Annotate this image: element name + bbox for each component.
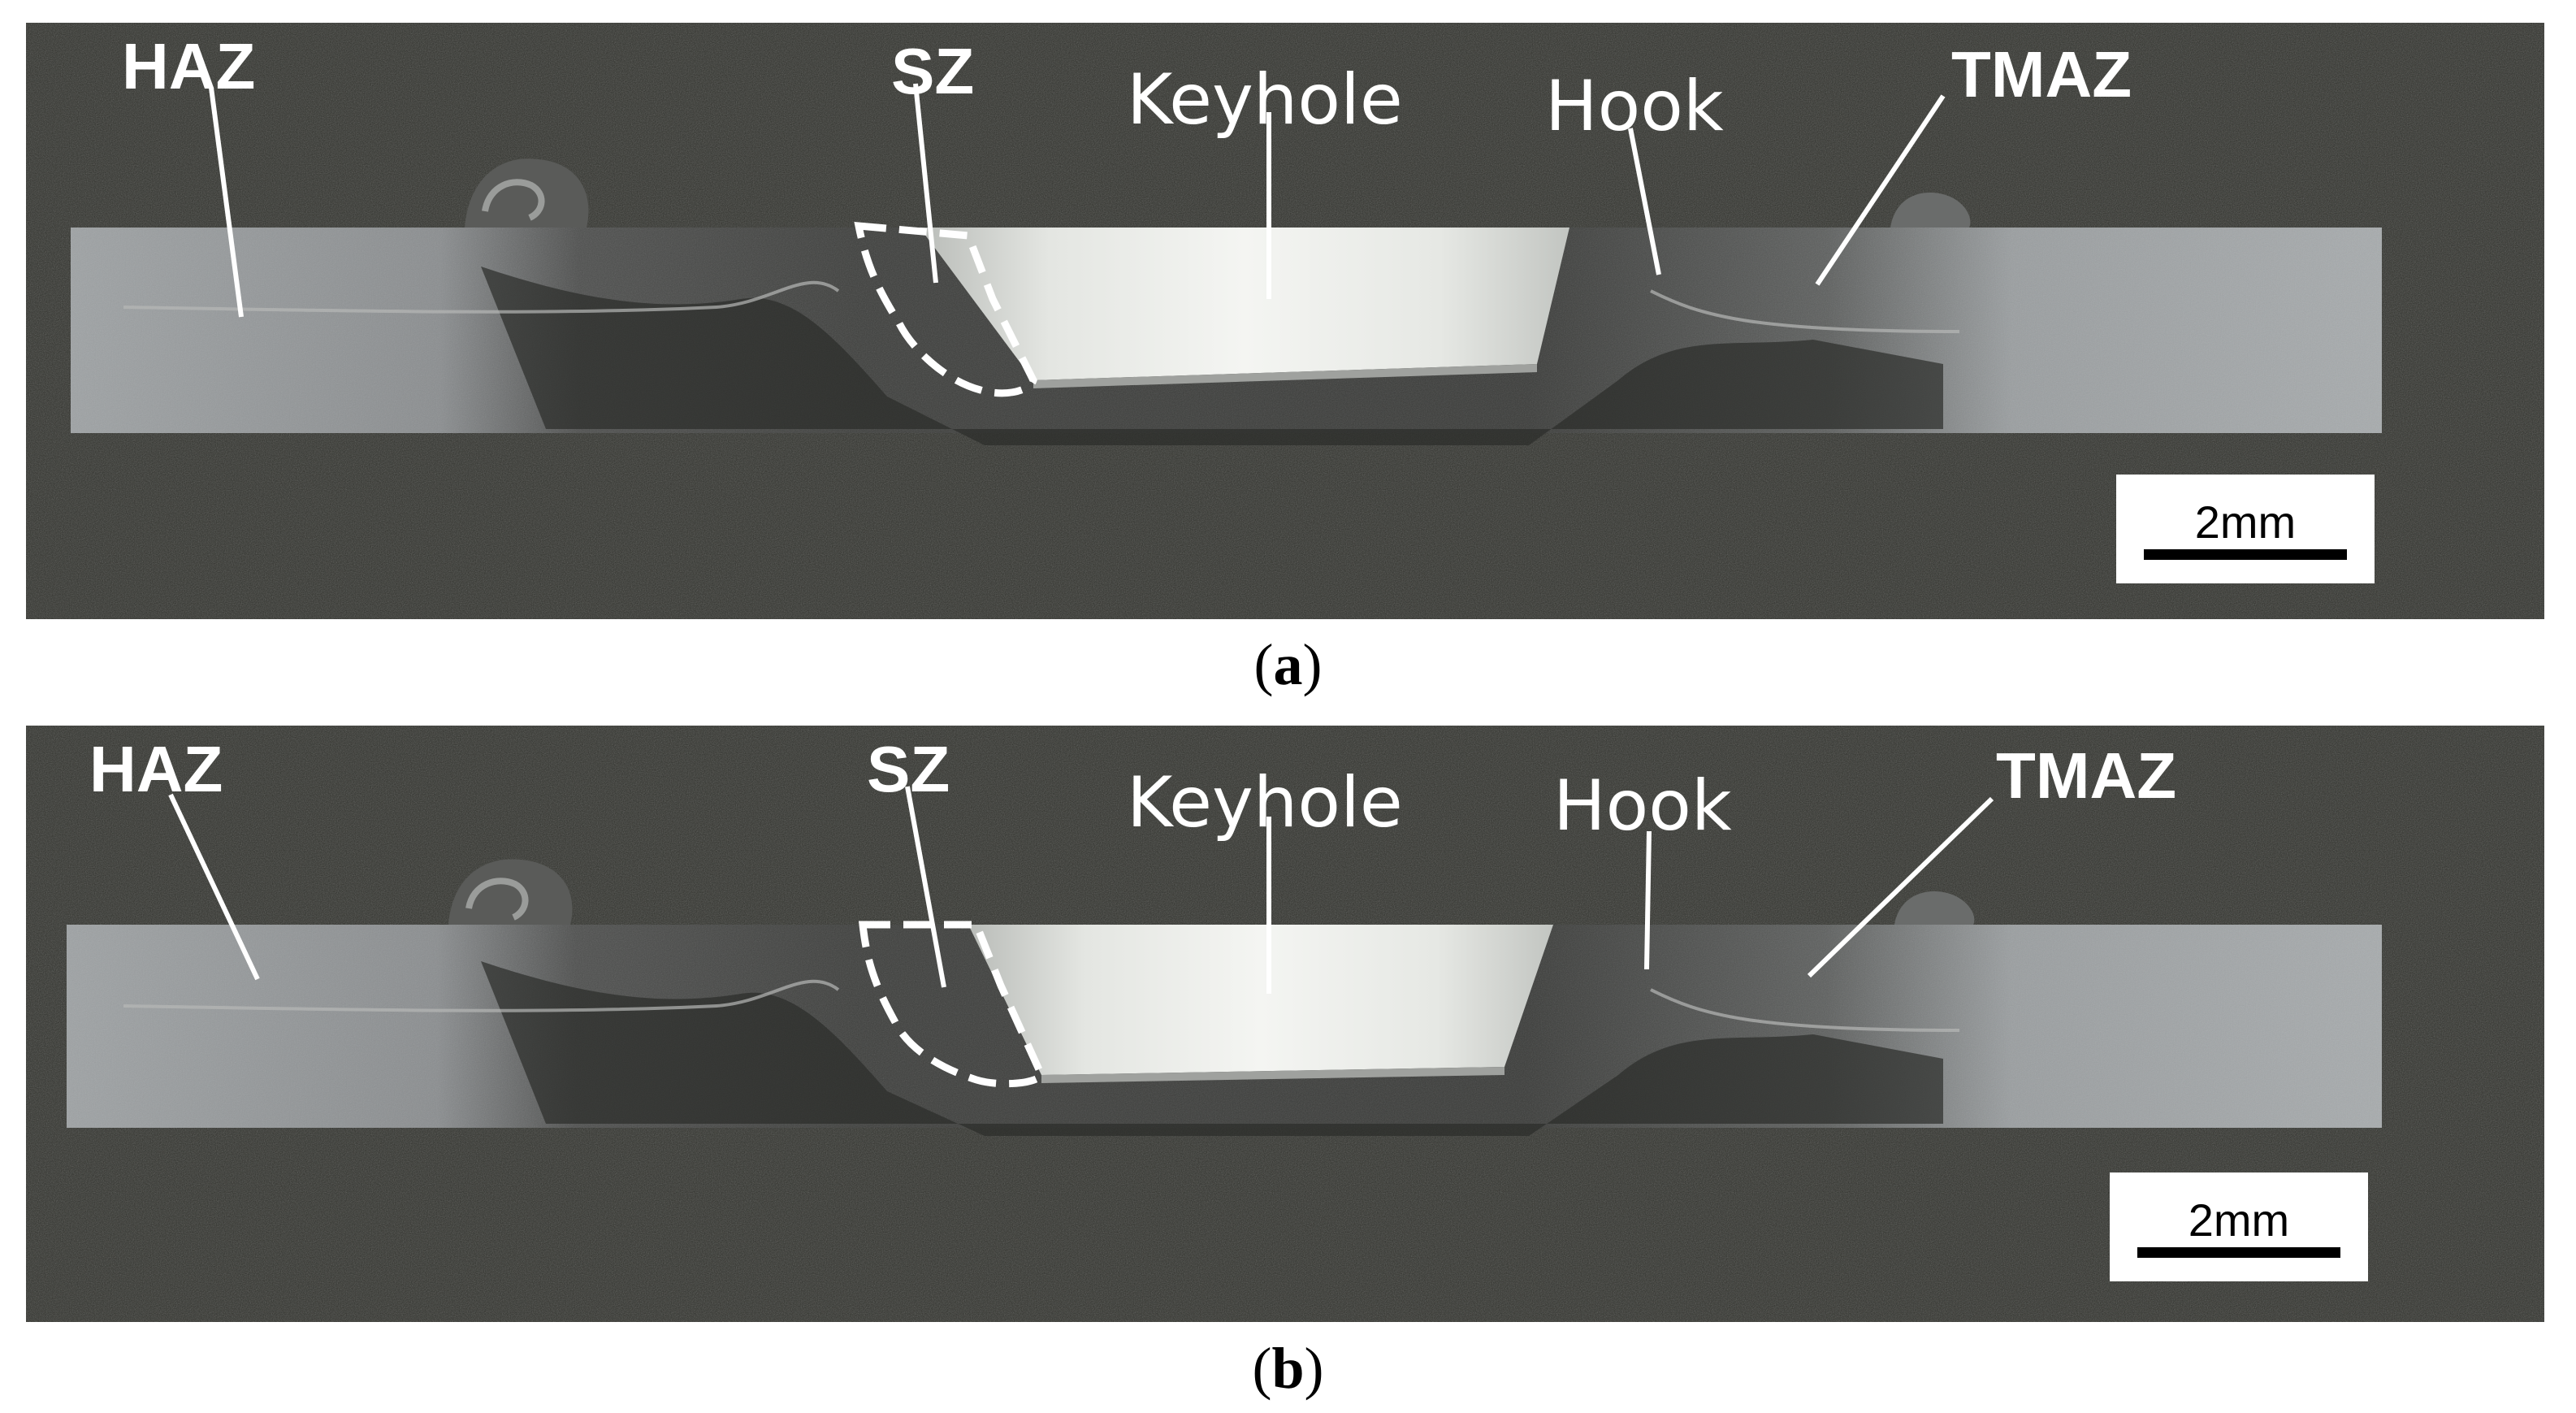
scale-bar-label-b: 2mm (2188, 1194, 2290, 1246)
hook-label-a: Hook (1545, 66, 1724, 147)
weld-cross-section-b (26, 726, 2544, 1322)
scale-bar-line-b (2137, 1247, 2340, 1258)
hook-leader-line-a (1628, 128, 1661, 275)
tmaz-label-b: TMAZ (1996, 739, 2177, 812)
weld-cross-section-a (26, 23, 2544, 619)
caption-b: (b) (1252, 1336, 1324, 1401)
tmaz-label-a: TMAZ (1951, 38, 2132, 111)
hook-label-b: Hook (1553, 765, 1732, 847)
sz-leader-line-a (913, 83, 938, 284)
haz-label-a: HAZ (122, 30, 256, 102)
sz-label-b: SZ (867, 733, 950, 805)
hook-leader-line-b (1644, 830, 1652, 970)
scale-bar-a: 2mm (2116, 475, 2375, 583)
tmaz-leader-line-a (1815, 94, 1946, 286)
caption-a: (a) (1253, 632, 1323, 697)
keyhole-label-b: Keyhole (1127, 762, 1403, 843)
haz-label-b: HAZ (89, 733, 223, 805)
sz-label-a: SZ (891, 35, 975, 107)
scale-bar-line-a (2144, 549, 2347, 560)
sz-leader-line-b (905, 786, 946, 988)
haz-leader-line-b (168, 793, 260, 981)
scale-bar-label-a: 2mm (2194, 496, 2297, 548)
keyhole-label-a: Keyhole (1127, 59, 1403, 141)
scale-bar-b: 2mm (2110, 1172, 2368, 1281)
micrograph-panel-a: HAZ SZ Keyhole Hook TMAZ 2mm (26, 23, 2544, 619)
haz-leader-line-a (209, 87, 244, 318)
tmaz-leader-line-b (1807, 796, 1994, 978)
micrograph-panel-b: HAZ SZ Keyhole Hook TMAZ 2mm (26, 726, 2544, 1322)
